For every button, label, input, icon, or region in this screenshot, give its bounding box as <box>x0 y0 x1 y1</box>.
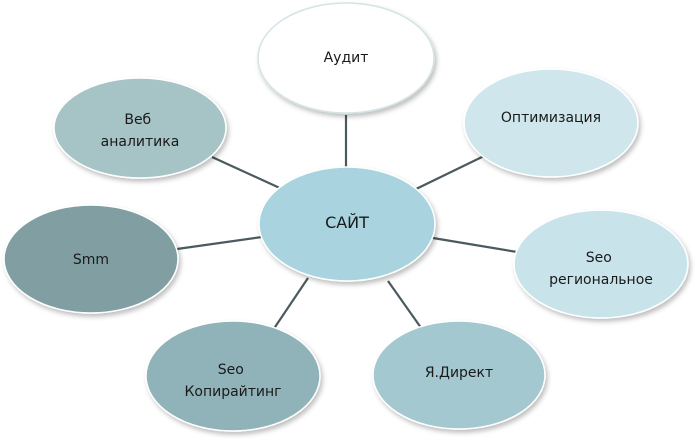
label-seo-copywriting-line-2: Копирайтинг <box>184 384 281 400</box>
label-seo-regional: Seo региональное <box>549 250 653 288</box>
label-web-analytics: Веб аналитика <box>101 112 180 150</box>
label-web-analytics-line-2: аналитика <box>101 134 180 150</box>
label-center-line-1: САЙТ <box>325 213 369 232</box>
label-center: САЙТ <box>325 213 369 232</box>
connector-web-analytics <box>211 155 283 191</box>
label-audit: Аудит <box>324 50 369 66</box>
bubble-optimization <box>463 68 639 178</box>
bubble-audit <box>257 2 435 114</box>
node-audit: Аудит <box>257 2 435 114</box>
bubble-center <box>258 166 436 282</box>
node-seo-regional: Seo региональное <box>513 209 689 319</box>
label-seo-regional-line-1: Seo <box>586 250 612 266</box>
node-center: САЙТ <box>258 166 436 282</box>
connector-seo-regional <box>432 236 518 254</box>
connector-seo-copywriting <box>270 277 309 334</box>
label-smm-line-1: Smm <box>73 252 109 268</box>
node-seo-copywriting: Seo Копирайтинг <box>145 320 321 432</box>
bubble-yandex-direct <box>372 320 546 430</box>
label-yandex-direct-line-1: Я.Директ <box>425 365 493 381</box>
label-optimization: Оптимизация <box>501 110 601 126</box>
label-smm: Smm <box>73 252 109 268</box>
bubble-seo-copywriting <box>145 320 321 432</box>
connector-smm <box>176 235 263 251</box>
node-optimization: Оптимизация <box>463 68 639 178</box>
bubble-seo-regional <box>513 209 689 319</box>
label-yandex-direct: Я.Директ <box>425 365 493 381</box>
label-web-analytics-line-1: Веб <box>124 112 151 128</box>
bubble-smm <box>3 204 179 314</box>
node-smm: Smm <box>3 204 179 314</box>
connectors <box>176 115 518 334</box>
label-seo-copywriting-line-1: Seo <box>218 362 244 378</box>
connector-yandex-direct <box>387 280 425 333</box>
label-optimization-line-1: Оптимизация <box>501 110 601 126</box>
label-seo-regional-line-2: региональное <box>549 272 653 288</box>
node-web-analytics: Веб аналитика <box>53 77 227 179</box>
node-yandex-direct: Я.Директ <box>372 320 546 430</box>
connector-optimization <box>413 155 485 191</box>
label-audit-line-1: Аудит <box>324 50 369 66</box>
label-seo-copywriting: Seo Копирайтинг <box>184 362 281 400</box>
bubble-web-analytics <box>53 77 227 179</box>
